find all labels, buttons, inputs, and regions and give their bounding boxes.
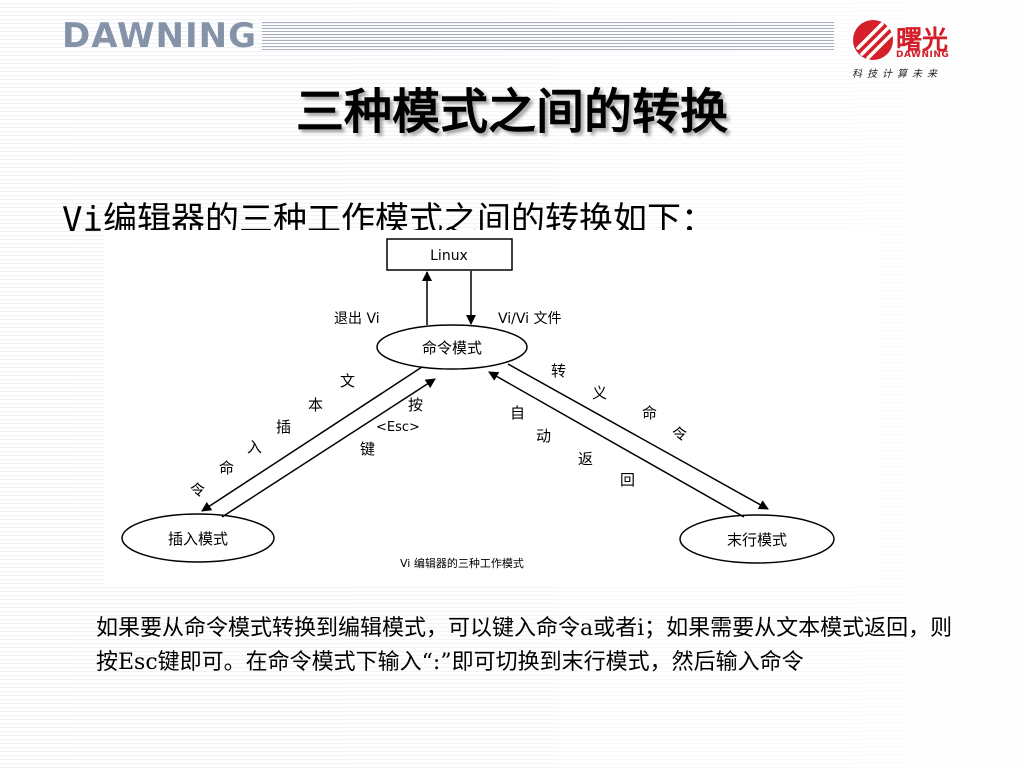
command-mode-label: 命令模式 bbox=[422, 339, 482, 357]
brand-logo: 曙光 DAWNING 科技计算未来 bbox=[852, 18, 972, 82]
slide-header: DAWNING 曙光 DAWNING 科技计算未来 bbox=[0, 0, 1024, 90]
insert-to-command-arrow bbox=[221, 378, 436, 518]
vi-mode-diagram: Linux 命令模式 插入模式 末行模式 退出 Vi Vi/Vi 文件 文 本 … bbox=[104, 230, 878, 586]
auto-label-char: 返 bbox=[578, 450, 593, 468]
left-label-char: 文 bbox=[340, 372, 355, 390]
press-label-char: 按 bbox=[408, 396, 423, 414]
insert-mode-label: 插入模式 bbox=[168, 530, 228, 548]
auto-label-char: 自 bbox=[510, 404, 525, 422]
brand-stripes-icon bbox=[853, 20, 894, 60]
left-label-char: 入 bbox=[247, 438, 262, 456]
press-label-char: 键 bbox=[360, 440, 375, 458]
lastline-mode-label: 末行模式 bbox=[727, 531, 787, 549]
lastline-mode-node bbox=[679, 514, 835, 564]
left-label-char: 命 bbox=[219, 459, 234, 477]
escape-label-char: 义 bbox=[592, 384, 607, 402]
left-label-char: 本 bbox=[308, 396, 323, 414]
command-to-insert-arrow bbox=[201, 366, 423, 512]
slide-title: 三种模式之间的转换 bbox=[295, 84, 728, 140]
slide-note-text: 如果要从命令模式转换到编辑模式，可以键入命令a或者i；如果需要从文本模式返回，则… bbox=[96, 616, 953, 675]
command-mode-node bbox=[376, 324, 528, 370]
header-decorative-lines bbox=[262, 22, 834, 50]
brand-english-name: DAWNING bbox=[896, 50, 950, 60]
brand-slogan: 科技计算未来 bbox=[852, 69, 942, 80]
lastline-to-command-arrow bbox=[488, 371, 745, 518]
escape-label-char: 转 bbox=[551, 362, 566, 380]
brand-chinese-name: 曙光 bbox=[896, 26, 949, 56]
insert-mode-node bbox=[121, 513, 275, 563]
linux-box bbox=[386, 238, 513, 271]
left-label-char: 插 bbox=[276, 418, 291, 436]
diagram-caption: Vi 编辑器的三种工作模式 bbox=[400, 556, 524, 570]
dawning-logo: DAWNING bbox=[62, 16, 257, 56]
escape-label-char: 令 bbox=[672, 425, 687, 443]
exit-vi-label: 退出 Vi bbox=[334, 311, 380, 327]
press-label-char: <Esc> bbox=[376, 420, 420, 435]
command-to-lastline-arrow bbox=[507, 363, 769, 510]
linux-label: Linux bbox=[430, 248, 468, 264]
vi-mode-diagram-svg: Linux 命令模式 插入模式 末行模式 退出 Vi Vi/Vi 文件 文 本 … bbox=[121, 238, 835, 570]
escape-label-char: 命 bbox=[642, 404, 657, 422]
auto-label-char: 动 bbox=[536, 427, 551, 445]
auto-label-char: 回 bbox=[620, 471, 635, 489]
vi-file-label: Vi/Vi 文件 bbox=[498, 311, 562, 327]
left-label-char: 令 bbox=[190, 481, 205, 499]
